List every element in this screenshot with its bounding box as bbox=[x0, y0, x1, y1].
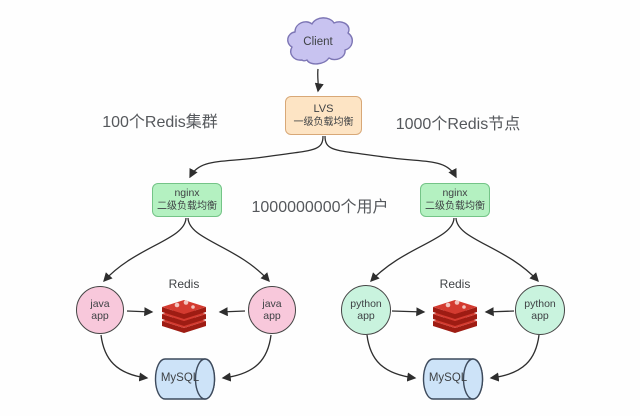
arrow-java-left-to-redis bbox=[126, 307, 154, 317]
redis-right-label: Redis bbox=[439, 277, 471, 291]
python-app-right-line2: app bbox=[531, 310, 549, 322]
mysql-right-label: MySQL bbox=[428, 372, 468, 384]
java-app-left-line1: java bbox=[90, 297, 110, 310]
mysql-right-cylinder-icon bbox=[422, 358, 484, 400]
java-app-right-node: java app bbox=[248, 286, 296, 334]
arrow-nginx-left-to-java-left bbox=[103, 217, 187, 283]
arrow-java-right-to-redis bbox=[218, 307, 246, 317]
java-app-left-line2: app bbox=[91, 310, 109, 322]
lvs-subtitle: 一级负载均衡 bbox=[293, 117, 354, 129]
arrow-nginx-right-to-python-left bbox=[370, 217, 455, 282]
note-redis-clusters: 100个Redis集群 bbox=[102, 114, 218, 131]
mysql-left-cylinder-icon bbox=[154, 358, 216, 400]
arrow-client-to-lvs bbox=[314, 68, 324, 93]
java-app-right-line2: app bbox=[263, 310, 281, 322]
arrow-python-right-to-mysql bbox=[489, 334, 540, 382]
java-app-left-node: java app bbox=[76, 286, 124, 334]
nginx-left-node: nginx 二级负载均衡 bbox=[152, 183, 222, 217]
mysql-left-label: MySQL bbox=[160, 372, 200, 384]
arrow-python-left-to-mysql bbox=[366, 334, 417, 382]
lvs-title: LVS bbox=[313, 102, 334, 115]
java-app-right-line1: java bbox=[262, 297, 282, 310]
nginx-right-subtitle: 二级负载均衡 bbox=[425, 201, 485, 213]
arrow-lvs-to-nginx-left bbox=[189, 135, 324, 179]
client-label: Client bbox=[303, 36, 333, 48]
cloud-icon bbox=[287, 17, 353, 65]
arrow-nginx-left-to-java-right bbox=[187, 217, 270, 283]
arrow-nginx-right-to-python-right bbox=[455, 217, 539, 283]
python-app-left-node: python app bbox=[341, 285, 391, 335]
python-app-left-line2: app bbox=[357, 310, 375, 322]
arrow-java-right-to-mysql bbox=[221, 334, 272, 382]
arrow-java-left-to-mysql bbox=[100, 334, 149, 382]
python-app-right-node: python app bbox=[515, 285, 565, 335]
python-app-right-line1: python bbox=[524, 297, 556, 310]
arrow-python-left-to-redis bbox=[391, 307, 426, 317]
nginx-right-node: nginx 二级负载均衡 bbox=[420, 183, 490, 217]
redis-left-icon bbox=[162, 300, 206, 333]
redis-left-label: Redis bbox=[168, 277, 200, 291]
note-users: 1000000000个用户 bbox=[251, 199, 389, 216]
note-redis-nodes: 1000个Redis节点 bbox=[395, 116, 521, 133]
arrow-python-right-to-redis bbox=[484, 307, 515, 317]
lvs-load-balancer-node: LVS 一级负载均衡 bbox=[285, 96, 362, 135]
client-cloud-node: Client bbox=[282, 14, 354, 70]
nginx-left-title: nginx bbox=[174, 186, 200, 199]
python-app-left-line1: python bbox=[350, 297, 382, 310]
redis-right-icon bbox=[433, 300, 477, 333]
arrow-lvs-to-nginx-right bbox=[324, 135, 457, 179]
nginx-left-subtitle: 二级负载均衡 bbox=[157, 201, 217, 213]
nginx-right-title: nginx bbox=[442, 186, 468, 199]
